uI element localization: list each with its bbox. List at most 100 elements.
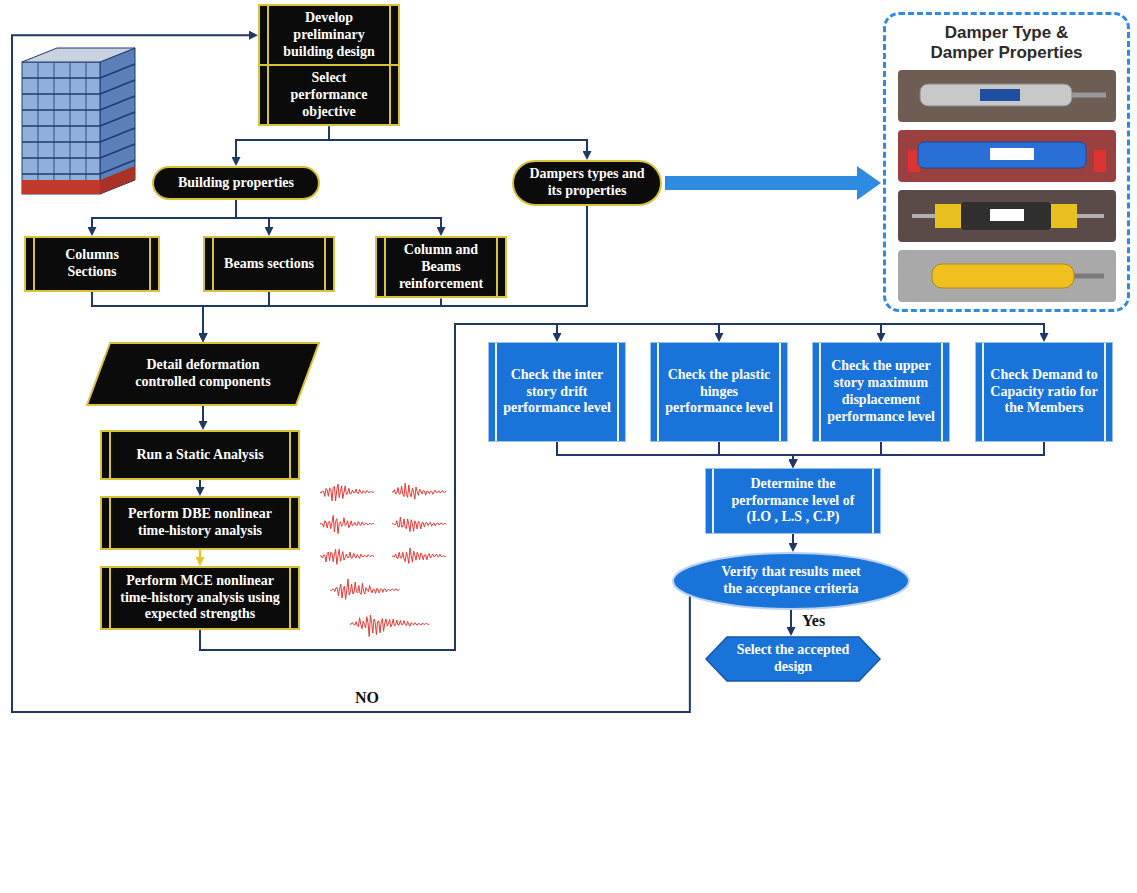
damper-rod xyxy=(1070,93,1106,98)
node-label: Run a Static Analysis xyxy=(136,447,263,464)
seismic-record xyxy=(392,483,446,499)
ground-motion-records xyxy=(320,483,446,636)
node-label: Detail deformation controlled components xyxy=(118,357,288,391)
node-label: Check the upper story maximum displaceme… xyxy=(827,358,935,425)
damper-body xyxy=(932,264,1074,288)
node-label: Determine the performance level of (I.O … xyxy=(720,476,866,526)
flow-connector xyxy=(557,442,793,459)
inner-rule xyxy=(289,498,291,548)
node-label: Dampers types and its properties xyxy=(526,166,648,200)
flow-connector xyxy=(12,35,690,712)
building-floor xyxy=(100,80,135,94)
check-box: Check Demand to Capacity ratio for the M… xyxy=(975,342,1113,442)
terminal-capsule: Dampers types and its properties xyxy=(512,160,662,206)
building-floor xyxy=(22,77,100,79)
process-box: Beams sections xyxy=(203,236,335,292)
node-label: Columns Sections xyxy=(42,247,142,281)
check-box: Check the inter story drift performance … xyxy=(488,342,626,442)
seismic-record xyxy=(350,615,429,636)
process-box: Select performance objective xyxy=(258,64,400,126)
process-box: Develop preliminary building design xyxy=(258,4,400,66)
check-box: Check the upper story maximum displaceme… xyxy=(812,342,950,442)
node-label: Develop preliminary building design xyxy=(276,10,382,60)
building-floor xyxy=(100,64,135,78)
process-box: Determine the performance level of (I.O … xyxy=(705,468,881,534)
building-side xyxy=(100,48,135,194)
terminal-capsule: Building properties xyxy=(152,166,320,200)
inner-rule xyxy=(712,469,714,533)
inner-rule xyxy=(657,343,659,441)
building-floor xyxy=(100,160,135,174)
node-label: Damper Type & Damper Properties xyxy=(922,23,1092,64)
node-label: Column and Beams reinforcement xyxy=(393,242,489,292)
inner-rule xyxy=(267,6,269,64)
flow-connector xyxy=(329,126,587,151)
building-base xyxy=(22,180,100,194)
edge-label: Yes xyxy=(799,611,828,630)
flow-connector xyxy=(793,442,1044,459)
seismic-record xyxy=(392,548,446,563)
flow-connector xyxy=(203,292,269,333)
seismic-record xyxy=(392,517,446,531)
inner-rule xyxy=(324,238,326,290)
damper-end xyxy=(935,204,961,228)
inner-rule xyxy=(389,66,391,124)
inner-rule xyxy=(779,343,781,441)
inner-rule xyxy=(819,343,821,441)
photo-frame xyxy=(898,190,1116,242)
building-floor xyxy=(22,109,100,111)
inner-rule xyxy=(384,238,386,296)
building-column xyxy=(86,62,87,180)
building-base-side xyxy=(100,166,135,194)
inner-rule xyxy=(149,238,151,290)
inner-rule xyxy=(872,469,874,533)
inner-rule xyxy=(496,238,498,296)
node-label: Perform MCE nonlinear time-history analy… xyxy=(118,573,282,623)
damper-body xyxy=(918,142,1086,168)
damper-badge xyxy=(990,148,1034,160)
building-floor xyxy=(100,128,135,142)
flow-connector xyxy=(793,442,881,459)
inner-rule xyxy=(109,432,111,478)
ellipse-outline xyxy=(673,553,909,609)
flow-connector xyxy=(236,200,269,227)
building-front xyxy=(22,62,100,194)
decision-ellipse: Verify that results meet the acceptance … xyxy=(672,552,910,610)
damper-panel: Damper Type & Damper Properties xyxy=(883,12,1130,312)
damper-bracket xyxy=(1094,150,1106,172)
inner-rule xyxy=(109,568,111,628)
flow-connector xyxy=(236,126,329,157)
flow-connector xyxy=(199,480,201,487)
seismic-record xyxy=(320,549,374,564)
check-box: Check the plastic hinges performance lev… xyxy=(650,342,788,442)
edge-label: NO xyxy=(352,688,382,707)
flow-connector xyxy=(200,324,1044,650)
seismic-record xyxy=(330,579,400,599)
building-column xyxy=(70,62,71,180)
flow-connector xyxy=(792,534,794,543)
photo-frame xyxy=(898,70,1116,122)
inner-rule xyxy=(982,343,984,441)
inner-rule xyxy=(617,343,619,441)
flow-connector xyxy=(199,550,201,557)
damper-badge xyxy=(980,89,1020,101)
damper-body xyxy=(961,202,1051,230)
node-label: Perform DBE nonlinear time-history analy… xyxy=(118,506,282,540)
building-floor xyxy=(22,173,100,175)
hexagon-outline xyxy=(706,637,880,681)
node-label: Check the plastic hinges performance lev… xyxy=(665,367,773,417)
building-floor xyxy=(22,93,100,95)
flow-connector xyxy=(790,610,792,627)
parallelogram-outline xyxy=(87,343,319,405)
node-label: Check the inter story drift performance … xyxy=(503,367,611,417)
inner-rule xyxy=(941,343,943,441)
node-label: Verify that results meet the acceptance … xyxy=(712,564,870,598)
flow-connector xyxy=(92,200,236,227)
flow-connector xyxy=(236,200,441,227)
damper-badge xyxy=(990,209,1024,221)
flow-connector xyxy=(202,406,204,421)
process-box: Run a Static Analysis xyxy=(100,430,300,480)
seismic-record xyxy=(320,515,374,533)
photo-frame xyxy=(898,130,1116,182)
